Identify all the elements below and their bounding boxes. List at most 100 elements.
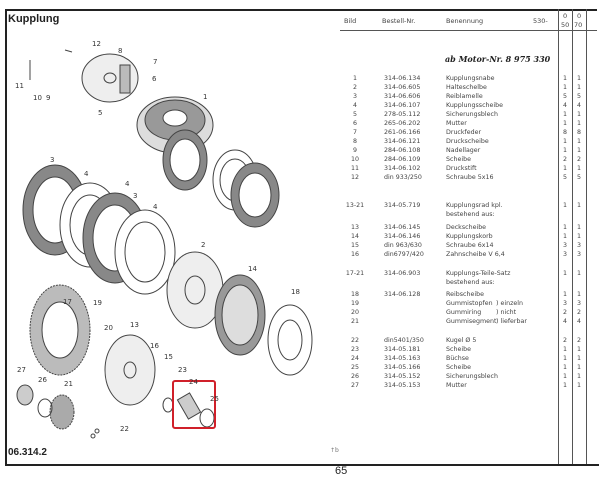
cell-bild: 8 — [352, 138, 357, 145]
cell-name: Nadellager — [446, 147, 481, 154]
cell-q1: 1 — [562, 364, 567, 371]
cell-q2: 1 — [576, 373, 581, 380]
cell-q1: 4 — [562, 318, 567, 325]
cell-nr: 314-06.134 — [384, 75, 421, 82]
cell-q2: 1 — [576, 270, 581, 277]
callout-label: 23 — [178, 366, 187, 374]
callout-label: 14 — [248, 265, 257, 273]
cell-nr: 314-05.153 — [384, 382, 421, 389]
cell-name: Scheibe — [446, 364, 471, 371]
cell-ext: ) nicht — [496, 309, 517, 316]
cell-q2: 2 — [576, 156, 581, 163]
cell-q2: 1 — [576, 291, 581, 298]
cell-nr: 284-06.109 — [384, 156, 421, 163]
cell-nr: 314-06.121 — [384, 138, 421, 145]
cell-name: Kugel Ø 5 — [446, 337, 477, 344]
cell-bild: 18 — [350, 291, 359, 298]
exploded-diagram — [16, 49, 313, 439]
cell-q2: 1 — [576, 364, 581, 371]
callout-label: 13 — [130, 321, 139, 329]
cell-q1: 1 — [562, 373, 567, 380]
cell-nr: 314-05.163 — [384, 355, 421, 362]
cell-bild: 27 — [350, 382, 359, 389]
cell-q1: 1 — [562, 233, 567, 240]
cell-q2: 1 — [576, 111, 581, 118]
callout-label: 5 — [98, 109, 103, 117]
cell-q1: 1 — [562, 165, 567, 172]
cell-q1: 1 — [562, 138, 567, 145]
cell-nr: 314-05.166 — [384, 364, 421, 371]
cell-nr: 314-06.107 — [384, 102, 421, 109]
cell-name: Druckfeder — [446, 129, 482, 136]
gear-wheel-drawing — [29, 284, 91, 376]
callout-label: 18 — [291, 288, 300, 296]
callout-label: 9 — [46, 94, 51, 102]
cell-q2: 2 — [576, 309, 581, 316]
cell-name: Büchse — [446, 355, 469, 362]
cell-q2: 3 — [576, 251, 581, 258]
cover-disc-drawing — [104, 334, 156, 406]
cell-q1: 5 — [562, 93, 567, 100]
cell-q2: 1 — [576, 147, 581, 154]
cell-q1: 3 — [562, 251, 567, 258]
cell-q2: 1 — [576, 355, 581, 362]
cell-name: Schraube 5x16 — [446, 174, 494, 181]
cell-q2: 1 — [576, 224, 581, 231]
cell-name: bestehend aus: — [446, 279, 495, 286]
cell-q1: 2 — [562, 156, 567, 163]
header-rule — [340, 30, 597, 31]
cell-q2: 1 — [576, 165, 581, 172]
cell-nr: 314-06.606 — [384, 93, 421, 100]
cell-nr: 278-05.112 — [384, 111, 421, 118]
cell-q1: 4 — [562, 102, 567, 109]
spring-drawing — [119, 64, 131, 94]
scan-mark: ↑b — [330, 447, 339, 454]
cell-name: Gummistopfen — [446, 300, 493, 307]
nut-washer-drawing — [16, 384, 53, 418]
cell-q2: 1 — [576, 233, 581, 240]
cell-bild: 6 — [352, 120, 357, 127]
callout-label: 3 — [50, 156, 55, 164]
cell-name: Druckscheibe — [446, 138, 489, 145]
cell-bild: 19 — [350, 300, 359, 307]
page-reference: 06.314.2 — [8, 447, 47, 458]
cell-name: Reibscheibe — [446, 291, 484, 298]
callout-label: 19 — [93, 299, 102, 307]
cell-name: Mutter — [446, 120, 467, 127]
cell-q2: 1 — [576, 84, 581, 91]
small-gear-drawing — [49, 394, 75, 430]
cell-nr: 314-06.145 — [384, 224, 421, 231]
callout-label: 11 — [15, 82, 24, 90]
cell-bild: 11 — [350, 165, 359, 172]
header-benennung: Benennung — [446, 17, 484, 25]
cell-q1: 1 — [562, 111, 567, 118]
cell-nr: din 963/630 — [384, 242, 422, 249]
cell-q1: 1 — [562, 270, 567, 277]
cell-name: Deckscheibe — [446, 224, 487, 231]
bushing-drawing — [162, 392, 215, 428]
cell-bild: 13 — [350, 224, 359, 231]
callout-label: 1 — [203, 93, 208, 101]
cell-bild: 17-21 — [345, 270, 365, 277]
cell-name: Sicherungsblech — [446, 373, 498, 380]
cell-name: Kupplungsnabe — [446, 75, 495, 82]
cell-ext: ) einzeln — [496, 300, 523, 307]
cell-name: Schraube 6x14 — [446, 242, 494, 249]
top-rule — [5, 9, 597, 11]
cell-nr: 265-06.202 — [384, 120, 421, 127]
callout-label: 10 — [33, 94, 42, 102]
callout-label: 3 — [133, 192, 138, 200]
cell-name: Halteschelbe — [446, 84, 487, 91]
cell-nr: 314-06.102 — [384, 165, 421, 172]
header-col1-top: 0 — [563, 12, 568, 20]
callout-label: 20 — [104, 324, 113, 332]
header-col1-bottom: 50 — [561, 21, 570, 29]
cell-name: Sicherungsblech — [446, 111, 498, 118]
cell-bild: 10 — [350, 156, 359, 163]
cell-nr: din6797/420 — [384, 251, 424, 258]
cell-q1: 1 — [562, 224, 567, 231]
header-bild: Bild — [344, 17, 357, 25]
cell-q1: 1 — [562, 355, 567, 362]
cell-nr: 314-06.605 — [384, 84, 421, 91]
cell-name: Scheibe — [446, 156, 471, 163]
